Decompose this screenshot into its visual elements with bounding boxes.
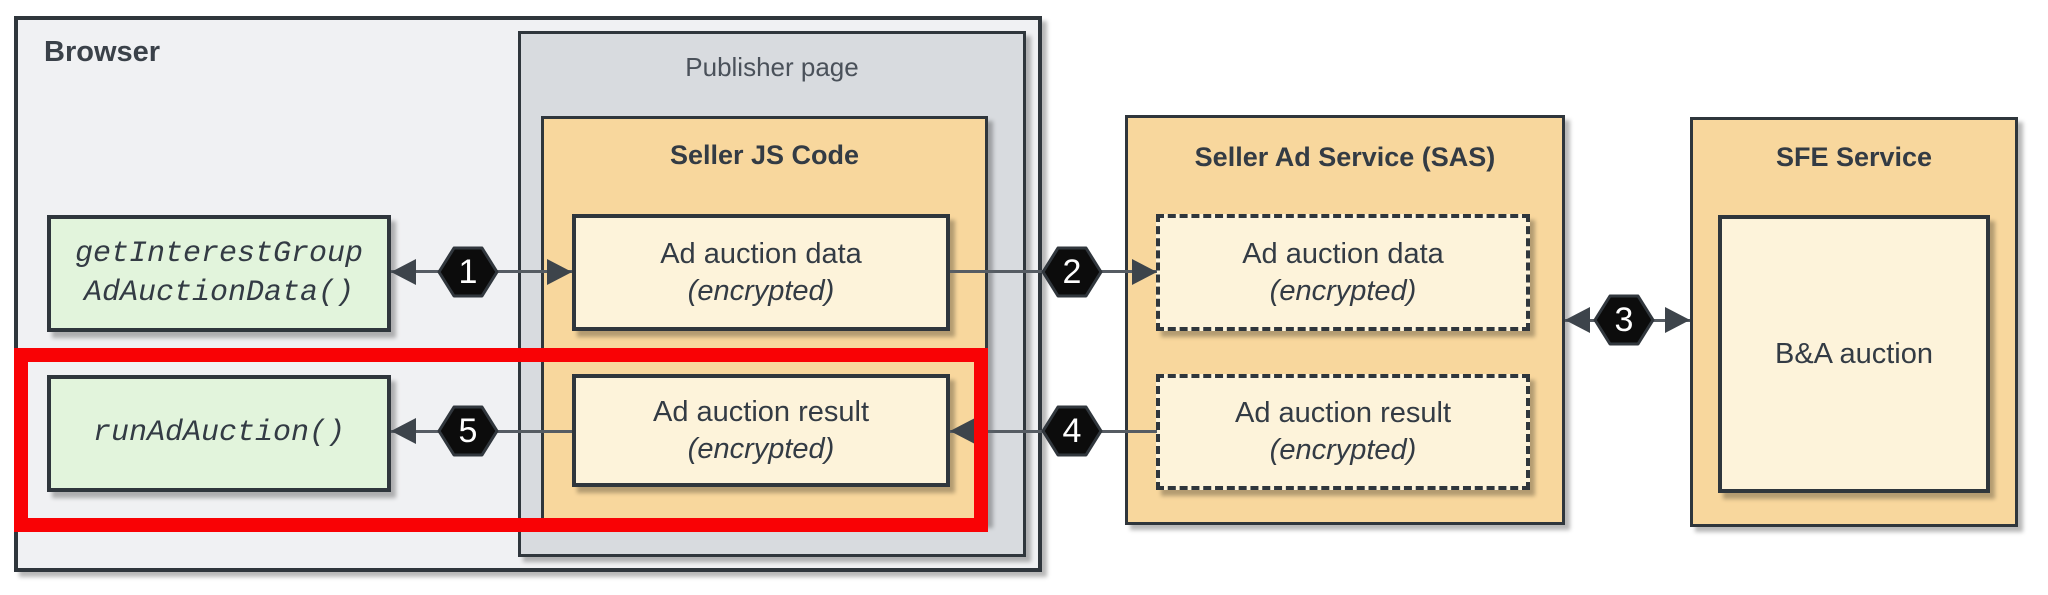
arrow-3-right-arrowhead-icon [1665,307,1690,333]
code-line: getInterestGroup [74,236,364,271]
hexagon-icon [1041,246,1103,298]
box-label: Ad auction result [1234,397,1451,429]
code-line: AdAuctionData() [83,275,355,310]
box-get-interest-group-ad-auction-data: getInterestGroup AdAuctionData() [47,215,391,332]
box-sas-ad-auction-data: Ad auction data (encrypted) [1156,214,1530,331]
step-number: 1 [458,253,478,291]
box-label: Ad auction data [660,237,862,270]
publisher-page-label: Publisher page [685,52,859,82]
sfe-title: SFE Service [1775,142,1933,172]
step-badge-4: 4 [1041,403,1103,459]
sas-title: Seller Ad Service (SAS) [1194,142,1496,172]
hexagon-icon [1041,405,1103,457]
box-sublabel: (encrypted) [687,432,835,465]
arrow-1-left-arrowhead-icon [391,259,416,285]
box-sublabel: (encrypted) [1269,274,1417,307]
step-badge-2: 2 [1041,244,1103,300]
highlight-red-rect [14,348,988,532]
hexagon-icon [437,405,499,457]
hexagon-icon [437,246,499,298]
step-badge-3: 3 [1593,292,1655,348]
box-label: Ad auction data [1242,237,1444,270]
step-number: 2 [1062,253,1082,291]
box-sas-ad-auction-result: Ad auction result (encrypted) [1156,374,1530,490]
box-seller-js-ad-auction-result: Ad auction result (encrypted) [572,374,950,487]
box-run-ad-auction: runAdAuction() [47,375,391,492]
arrow-2-right-arrowhead-icon [1132,259,1157,285]
arrow-3-left-arrowhead-icon [1565,307,1590,333]
box-ba-auction: B&A auction [1718,215,1990,493]
step-number: 4 [1062,412,1082,450]
code-line: runAdAuction() [92,416,346,450]
step-number: 3 [1614,301,1634,339]
arrow-4-left-arrowhead-icon [950,418,975,444]
arrow-1-right-arrowhead-icon [547,259,572,285]
box-label: Ad auction result [652,395,869,428]
step-number: 5 [458,412,478,450]
step-badge-5: 5 [437,403,499,459]
box-label: B&A auction [1775,337,1933,370]
hexagon-icon [1593,294,1655,346]
arrow-5-left-arrowhead-icon [391,418,416,444]
step-badge-1: 1 [437,244,499,300]
browser-label: Browser [44,36,161,68]
seller-js-title: Seller JS Code [669,140,860,170]
box-seller-js-ad-auction-data: Ad auction data (encrypted) [572,214,950,331]
box-sublabel: (encrypted) [1269,434,1417,466]
box-sublabel: (encrypted) [687,274,835,307]
